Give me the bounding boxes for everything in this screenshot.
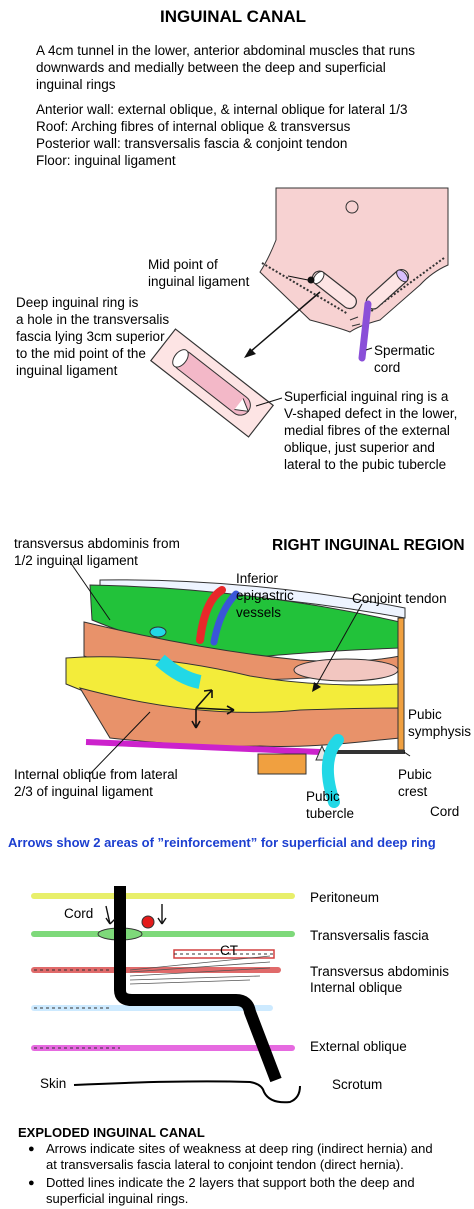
umbilicus (345, 200, 359, 214)
label-line: 1/2 inguinal ligament (14, 553, 138, 568)
pubic-symphysis-bar (397, 617, 405, 751)
reinforcement-arrow-3 (195, 705, 235, 715)
label-line: to the mid point of the (16, 346, 146, 361)
deep-ring-arrow-head (244, 348, 256, 358)
leader-conjoint-head (312, 682, 321, 692)
label-line: Mid point of (148, 257, 218, 272)
label-line: Superficial inguinal ring is a (284, 389, 449, 404)
inguinal-canal-illustration (149, 187, 449, 438)
leader-transversus (69, 561, 111, 621)
label-line: symphysis (408, 724, 472, 739)
direct-hernia-arrow (157, 904, 167, 925)
exploded-bullets: Arrows indicate sites of weakness at dee… (24, 1141, 464, 1209)
label-external-oblique: External oblique (310, 1039, 407, 1054)
label-cord-exploded: Cord (64, 906, 94, 921)
label-line: Pubic (408, 707, 442, 722)
label-line: inguinal ligament (16, 363, 118, 378)
pubic-bone-block (257, 753, 307, 775)
label-line: Inferior (236, 571, 279, 586)
cord-ring-marks (349, 316, 361, 327)
label-line: 2/3 of inguinal ligament (14, 784, 153, 799)
bullet-line: Arrows indicate sites of weakness at dee… (46, 1141, 433, 1156)
section-title-right-inguinal-region: RIGHT INGUINAL REGION (272, 537, 465, 554)
bullet-line: superficial inguinal rings. (46, 1191, 189, 1206)
section-title-inguinal-canal: INGUINAL CANAL (160, 7, 307, 26)
label-line: inguinal ligament (148, 274, 250, 289)
label-peritoneum: Peritoneum (310, 890, 380, 905)
body-outline (259, 187, 449, 333)
wall-floor: Floor: inguinal ligament (36, 153, 176, 168)
reinforcement-arrow-1 (195, 689, 213, 709)
exploded-title: EXPLODED INGUINAL CANAL (18, 1125, 205, 1140)
enlarged-canal (149, 328, 275, 438)
label-ct: CT (220, 943, 238, 958)
cord-exit (321, 734, 344, 808)
label-line: Spermatic (374, 343, 435, 358)
label-line: epigastric (236, 588, 294, 603)
label-line: fascia lying 3cm superior (16, 329, 165, 344)
intro-line: inguinal rings (36, 77, 116, 92)
wall-roof: Roof: Arching fibres of internal oblique… (36, 119, 351, 134)
inguinal-ligament-left (261, 262, 349, 315)
inguinal-ligament (85, 739, 321, 755)
right-inguinal-region-illustration (65, 561, 411, 808)
mid-point-marker (307, 276, 315, 284)
reinforcement-arrow-2 (191, 708, 201, 729)
label-line: a hole in the transversalis (16, 312, 170, 327)
label-transversus-abdominis: Transversus abdominis (310, 964, 450, 979)
deep-ring-arrow (249, 291, 321, 353)
intro-line: downwards and medially between the deep … (36, 60, 386, 75)
cord-path (114, 886, 282, 1083)
label-scrotum: Scrotum (332, 1077, 383, 1092)
leader-pubic-crest (403, 751, 411, 757)
label-transversalis-fascia: Transversalis fascia (310, 928, 429, 943)
inferior-epigastric-red (196, 586, 226, 644)
spermatic-cord (358, 300, 372, 362)
conjoint-fan (129, 955, 271, 985)
bullet-item: Arrows indicate sites of weakness at dee… (24, 1141, 464, 1173)
label-line: Deep inguinal ring is (16, 295, 139, 310)
inferior-epigastric-blue (210, 590, 240, 646)
leader-conjoint (315, 603, 363, 687)
superficial-ring-leader (255, 397, 283, 407)
skin-scrotum-line (73, 1080, 301, 1104)
wall-posterior: Posterior wall: transversalis fascia & c… (36, 136, 348, 151)
label-line: Pubic (398, 767, 432, 782)
bullet-item: Dotted lines indicate the 2 layers that … (24, 1175, 464, 1207)
label-line: crest (398, 784, 428, 799)
spermatic-cord-leader (365, 347, 373, 351)
bullet-line: at transversalis fascia lateral to conjo… (46, 1157, 404, 1172)
label-internal-oblique-exploded: Internal oblique (310, 980, 403, 995)
deep-ring-cord (149, 626, 167, 638)
label-line: lateral to the pubic tubercle (284, 457, 447, 472)
label-line: transversus abdominis from (14, 536, 180, 551)
label-skin: Skin (40, 1076, 67, 1091)
reinforcement-note: Arrows show 2 areas of ”reinforcement” f… (8, 835, 436, 850)
label-line: Internal oblique from lateral (14, 767, 178, 782)
label-line: Pubic (306, 789, 340, 804)
indirect-hernia-arrow (105, 905, 116, 925)
label-cord: Cord (430, 804, 460, 819)
label-line: medial fibres of the external (284, 423, 450, 438)
label-conjoint-tendon: Conjoint tendon (352, 591, 447, 606)
canal-left (311, 270, 357, 310)
label-line: cord (374, 360, 401, 375)
conjoint-tendon-fan (293, 658, 399, 682)
exploded-inguinal-canal-illustration (31, 886, 301, 1104)
direct-hernia-marker (141, 915, 155, 929)
label-line: oblique, just superior and (284, 440, 435, 455)
intro-line: A 4cm tunnel in the lower, anterior abdo… (36, 43, 415, 58)
bullet-line: Dotted lines indicate the 2 layers that … (46, 1175, 415, 1190)
label-line: tubercle (306, 806, 355, 821)
mid-point-leader (287, 275, 309, 281)
wall-anterior: Anterior wall: external oblique, & inter… (36, 102, 408, 117)
leader-internal-oblique (89, 711, 151, 775)
label-line: V-shaped defect in the lower, (284, 406, 458, 421)
cord-segment-middle (155, 654, 202, 689)
label-line: vessels (236, 605, 282, 620)
